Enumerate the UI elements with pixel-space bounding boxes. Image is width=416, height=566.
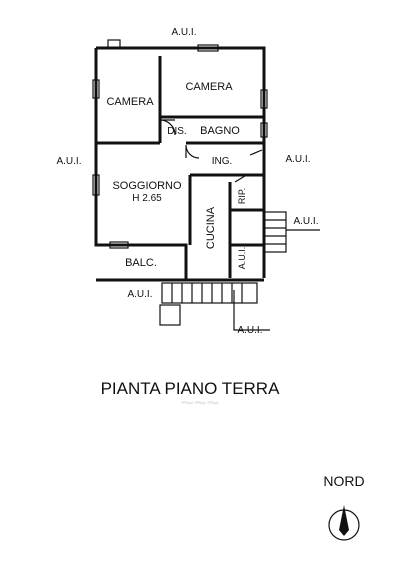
room-label-rip: RIP. — [237, 188, 247, 204]
stairs-bottom — [159, 282, 258, 326]
room-label-bagno: BAGNO — [200, 125, 240, 137]
leader-bottom-right — [233, 290, 270, 331]
outer-walls — [94, 39, 266, 282]
stairs-right — [263, 211, 287, 253]
windows — [92, 79, 268, 249]
interior-walls — [96, 56, 264, 278]
north-label: NORD — [323, 473, 364, 489]
room-label-soggiorno: SOGGIORNO — [112, 180, 182, 192]
chimney — [107, 39, 121, 49]
north-arrow-icon — [339, 505, 349, 536]
room-label-soggiorno-height: H 2.65 — [132, 193, 162, 204]
room-label-ing: ING. — [212, 156, 233, 167]
room-label-cucina: CUCINA — [205, 206, 217, 249]
plan-title: PIANTA PIANO TERRA — [101, 379, 281, 398]
room-label-camera-right: CAMERA — [185, 81, 233, 93]
neighbor-label-right-stair: A.U.I. — [293, 216, 318, 227]
top-window — [197, 44, 219, 52]
room-label-balc: BALC. — [125, 257, 157, 269]
neighbor-label-left: A.U.I. — [56, 156, 81, 167]
room-label-aui-vertical: A.U.I. — [237, 247, 247, 270]
doors — [159, 119, 263, 183]
room-label-camera-left: CAMERA — [106, 96, 154, 108]
neighbor-label-bottom-left: A.U.I. — [127, 289, 152, 300]
neighbor-label-top: A.U.I. — [171, 27, 196, 38]
neighbor-label-right-mid: A.U.I. — [285, 154, 310, 165]
room-label-dis: DIS. — [167, 126, 186, 137]
watermark: ~~~ — [181, 390, 220, 415]
